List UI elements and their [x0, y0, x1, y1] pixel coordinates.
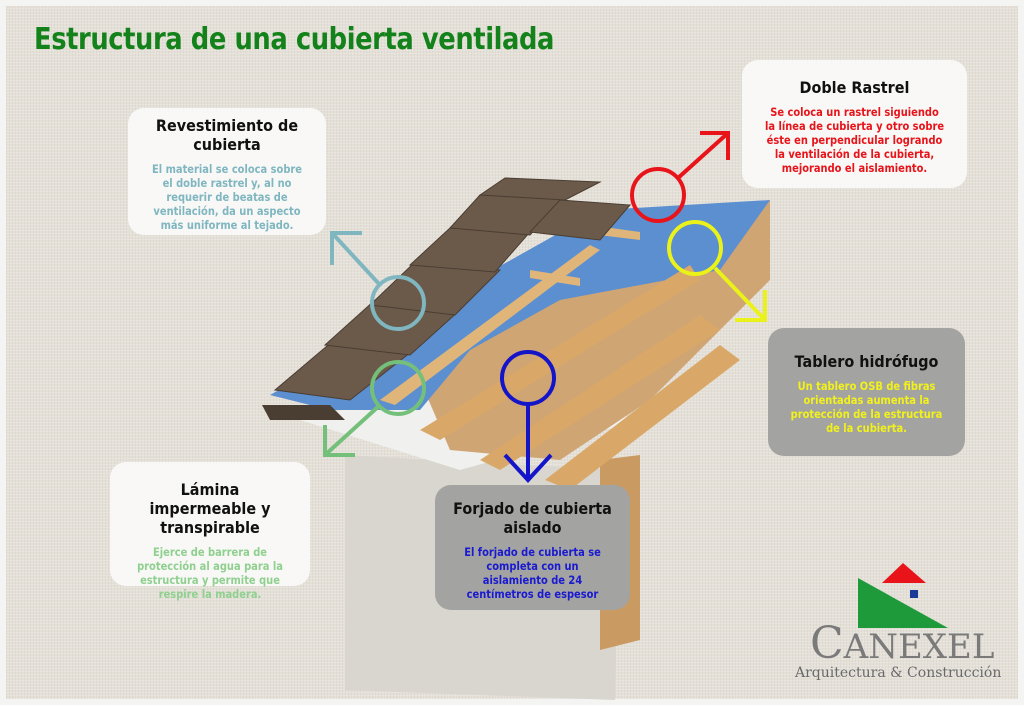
- callout-tablero: Tablero hidrófugo Un tablero OSB de fibr…: [768, 328, 965, 456]
- callout-lamina: Lámina impermeable y transpirable Ejerce…: [110, 462, 310, 601]
- revestimiento-marker-icon: [330, 231, 426, 331]
- tablero-marker-icon: [667, 220, 767, 322]
- callout-heading: Forjado de cubierta aislado: [453, 499, 612, 537]
- forjado-marker-icon: [500, 350, 556, 483]
- rafter: [480, 315, 720, 470]
- callout-doble-rastrel: Doble Rastrel Se coloca un rastrel sigui…: [742, 60, 967, 188]
- batten: [380, 245, 600, 405]
- callout-heading: Revestimiento de cubierta: [155, 116, 299, 154]
- callout-heading: Tablero hidrófugo: [794, 352, 939, 371]
- callout-text: Un tablero OSB de fibras orientadas aume…: [790, 379, 943, 435]
- batten: [530, 270, 580, 286]
- callout-heading: Doble Rastrel: [799, 78, 910, 97]
- callout-text: Se coloca un rastrel siguiendo la línea …: [764, 105, 945, 175]
- callout-text: Ejerce de barrera de protección al agua …: [137, 545, 283, 601]
- doble-rastrel-marker-icon: [630, 131, 730, 223]
- callout-forjado: Forjado de cubierta aislado El forjado d…: [435, 485, 630, 610]
- callout-revestimiento: Revestimiento de cubierta El material se…: [128, 108, 326, 235]
- page-title: Estructura de una cubierta ventilada: [34, 22, 555, 57]
- logo-name: CANEXEL: [810, 618, 995, 669]
- callout-text: El material se coloca sobre el doble ras…: [152, 162, 302, 232]
- callout-text: El forjado de cubierta se completa con u…: [464, 545, 601, 601]
- logo-subtitle: Arquitectura & Construcción: [795, 665, 1002, 681]
- canexel-logo-icon: [858, 563, 948, 628]
- rafter: [420, 265, 700, 440]
- gutter: [262, 405, 345, 420]
- callout-heading: Lámina impermeable y transpirable: [149, 480, 271, 537]
- lamina-marker-icon: [323, 360, 426, 457]
- rafter: [545, 345, 740, 490]
- shingles: [273, 177, 632, 401]
